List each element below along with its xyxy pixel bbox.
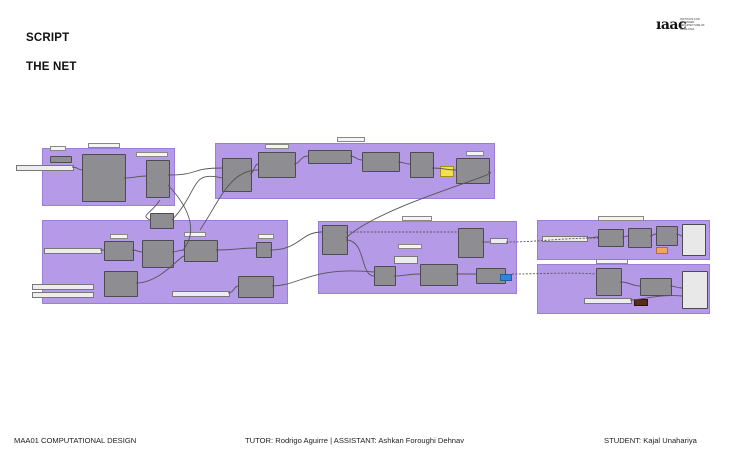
- colour-swatch[interactable]: [656, 247, 668, 254]
- panel-label: [337, 137, 365, 142]
- component-node[interactable]: [362, 152, 400, 172]
- component-node[interactable]: [256, 242, 272, 258]
- colour-swatch[interactable]: [634, 299, 648, 306]
- number-slider[interactable]: [584, 298, 632, 304]
- component-node[interactable]: [656, 226, 678, 246]
- component-node[interactable]: [374, 266, 396, 286]
- panel-label: [50, 146, 66, 151]
- component-node[interactable]: [322, 225, 348, 255]
- component-node[interactable]: [150, 213, 174, 229]
- group-point-attractor: [42, 220, 288, 304]
- panel-label: [598, 216, 644, 221]
- footer-staff: TUTOR: Rodrigo Aguirre | ASSISTANT: Ashk…: [245, 436, 465, 445]
- preview-component[interactable]: [682, 224, 706, 256]
- component-node[interactable]: [458, 228, 484, 258]
- wire: [167, 167, 223, 176]
- component-node[interactable]: [222, 158, 252, 192]
- group-color-preview: [537, 220, 710, 260]
- panel-label: [596, 259, 628, 264]
- preview-component[interactable]: [682, 271, 708, 309]
- colour-swatch[interactable]: [500, 274, 512, 281]
- component-node[interactable]: [640, 278, 672, 296]
- number-slider[interactable]: [172, 291, 230, 297]
- component-node[interactable]: [410, 152, 434, 178]
- component-node[interactable]: [146, 160, 170, 198]
- colour-swatch[interactable]: [440, 166, 454, 177]
- component-node[interactable]: [50, 156, 72, 163]
- component-node[interactable]: [104, 241, 134, 261]
- component-node[interactable]: [308, 150, 352, 164]
- panel-label: [110, 234, 128, 239]
- component-node[interactable]: [628, 228, 652, 248]
- group-output-display: [537, 264, 710, 314]
- logo-mark: ıaac: [656, 17, 687, 33]
- component-node[interactable]: [142, 240, 174, 268]
- number-slider[interactable]: [16, 165, 74, 171]
- footer-course: MAA01 COMPUTATIONAL DESIGN: [14, 436, 137, 445]
- panel-label: [88, 143, 120, 148]
- component-node[interactable]: [420, 264, 458, 286]
- panel-label: [184, 232, 206, 237]
- component-node[interactable]: [596, 268, 622, 296]
- component-node[interactable]: [598, 229, 624, 247]
- component-node[interactable]: [82, 154, 126, 202]
- number-slider[interactable]: [32, 292, 94, 298]
- component-node[interactable]: [238, 276, 274, 298]
- section-title: THE NET: [26, 61, 77, 73]
- group-base-geometry: [42, 148, 175, 206]
- number-slider[interactable]: [542, 236, 588, 242]
- group-net-generation: [215, 143, 495, 199]
- component-node[interactable]: [476, 268, 506, 284]
- number-slider[interactable]: [490, 238, 508, 244]
- group-mesh-relax: [318, 221, 517, 294]
- component-node[interactable]: [184, 240, 218, 262]
- panel-label: [402, 216, 432, 221]
- panel-label: [136, 152, 168, 157]
- toggle-switch[interactable]: [394, 256, 418, 264]
- panel-label: [398, 244, 422, 249]
- footer-student: STUDENT: Kajal Unahariya: [604, 436, 697, 445]
- number-slider[interactable]: [44, 248, 102, 254]
- logo-tagline: INSTITUTE FOR ADVANCED ARCHITECTURE OF C…: [680, 18, 705, 31]
- panel-label: [258, 234, 274, 239]
- panel-label: [466, 151, 484, 156]
- number-slider[interactable]: [32, 284, 94, 290]
- script-label: SCRIPT: [26, 32, 70, 44]
- component-node[interactable]: [456, 158, 490, 184]
- panel-label: [265, 144, 289, 149]
- iaac-logo: ıaac INSTITUTE FOR ADVANCED ARCHITECTURE…: [656, 17, 714, 35]
- component-node[interactable]: [258, 152, 296, 178]
- component-node[interactable]: [104, 271, 138, 297]
